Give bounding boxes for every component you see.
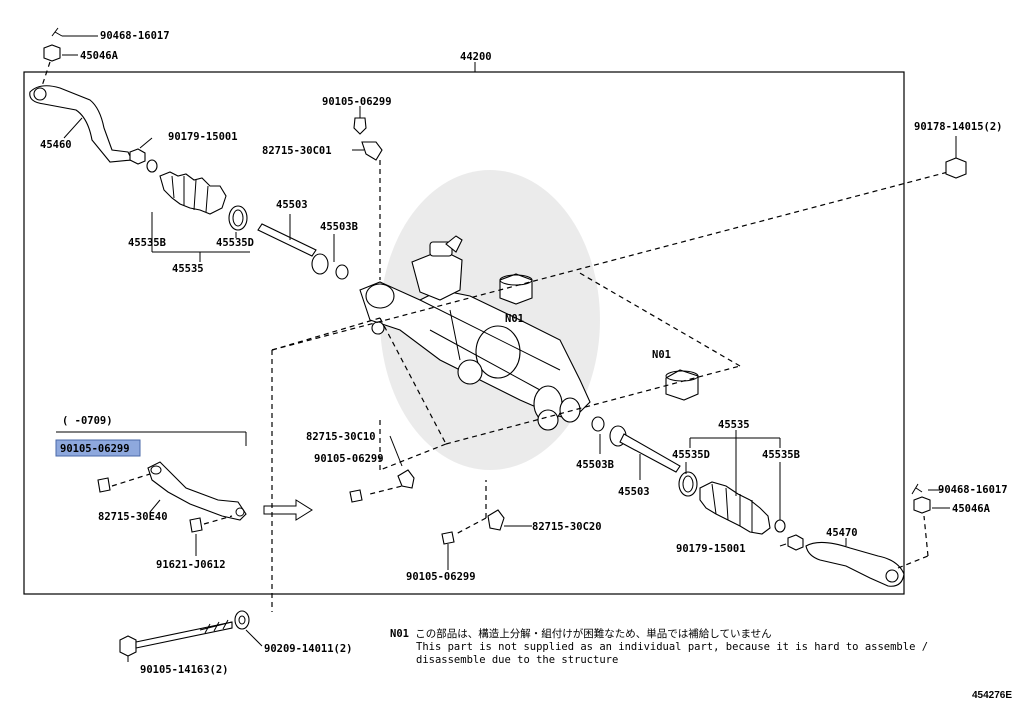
long-bolt-group — [119, 610, 263, 662]
label-90468-16017-right[interactable]: 90468-16017 — [938, 484, 1008, 496]
footnote-japanese: この部品は、構造上分解・組付けが困難なため、単品では補給していません — [415, 628, 772, 640]
dust-boot-left[interactable] — [159, 171, 227, 215]
n01-footnote: N01 この部品は、構造上分解・組付けが困難なため、単品では補給していません T… — [390, 628, 990, 667]
label-91621-J0612[interactable]: 91621-J0612 — [156, 559, 226, 571]
nut-90178-14015[interactable] — [945, 157, 967, 179]
reference-lines — [271, 171, 949, 612]
cotter-pin-icon — [51, 27, 63, 37]
footnote-line-jp: N01 この部品は、構造上分解・組付けが困難なため、単品では補給していません — [390, 628, 990, 641]
label-45535B-left[interactable]: 45535B — [128, 237, 166, 249]
boot-clamp-right[interactable] — [678, 471, 698, 497]
label-45460[interactable]: 45460 — [40, 139, 72, 151]
label-45470[interactable]: 45470 — [826, 527, 858, 539]
inset-date-range: ( -0709) — [62, 415, 113, 427]
inner-tie-rod-left[interactable] — [257, 214, 349, 280]
label-90105-06299-selected[interactable]: 90105-06299 — [60, 443, 130, 455]
label-90209-14011[interactable]: 90209-14011(2) — [264, 643, 353, 655]
assembly-frame — [23, 71, 905, 595]
label-N01-lower[interactable]: N01 — [652, 349, 671, 361]
dust-boot-right[interactable] — [699, 481, 771, 535]
bolt-bottom-icon — [441, 531, 455, 545]
tie-rod-end-45470[interactable] — [805, 541, 905, 587]
bolt-inset-icon — [97, 477, 111, 493]
label-44200[interactable]: 44200 — [460, 51, 492, 63]
tie-rod-end-left — [29, 27, 250, 262]
label-45535-right[interactable]: 45535 — [718, 419, 750, 431]
label-45503-right[interactable]: 45503 — [618, 486, 650, 498]
steering-rack-housing[interactable] — [359, 170, 600, 470]
bolt-mid-icon — [349, 489, 363, 503]
boot-clip-icon — [146, 159, 158, 173]
label-82715-30C01[interactable]: 82715-30C01 — [262, 145, 332, 157]
boot-clip-right-icon — [774, 519, 786, 533]
upper-bracket-group — [352, 106, 383, 280]
label-90105-06299-mid[interactable]: 90105-06299 — [314, 453, 384, 465]
boot-clamp-left[interactable] — [228, 205, 248, 231]
jam-nut-icon — [129, 148, 146, 165]
jam-nut-right-icon — [787, 534, 804, 551]
bracket-82715-30E40[interactable] — [147, 461, 247, 521]
label-90179-15001-bottom[interactable]: 90179-15001 — [676, 543, 746, 555]
label-90105-14163[interactable]: 90105-14163(2) — [140, 664, 229, 676]
label-45535B-right[interactable]: 45535B — [762, 449, 800, 461]
label-45046A-right[interactable]: 45046A — [952, 503, 991, 515]
long-bolt-head-icon — [119, 635, 137, 657]
label-45046A-top[interactable]: 45046A — [80, 50, 119, 62]
label-90468-16017-top[interactable]: 90468-16017 — [100, 30, 170, 42]
cotter-pin-right-icon — [911, 483, 923, 495]
arrow-icon — [263, 499, 313, 521]
label-90105-06299-bottom[interactable]: 90105-06299 — [406, 571, 476, 583]
bolt-91621-icon — [189, 517, 203, 533]
footnote-english-2: disassemble due to the structure — [416, 654, 619, 666]
label-45535D-right[interactable]: 45535D — [672, 449, 710, 461]
label-45535-left[interactable]: 45535 — [172, 263, 204, 275]
selected-highlight — [55, 439, 141, 457]
label-N01-upper[interactable]: N01 — [505, 313, 524, 325]
bushing-n01-lower[interactable] — [665, 369, 699, 401]
inset-0709: ( -0709) — [56, 415, 313, 556]
bolt-icon — [353, 117, 367, 135]
bracket-82715-30C10[interactable] — [397, 469, 415, 489]
label-45535D-left[interactable]: 45535D — [216, 237, 254, 249]
label-45503-left[interactable]: 45503 — [276, 199, 308, 211]
footnote-english-1: This part is not supplied as an individu… — [416, 641, 929, 653]
label-90178-14015[interactable]: 90178-14015(2) — [914, 121, 1003, 133]
label-90105-06299-top[interactable]: 90105-06299 — [322, 96, 392, 108]
footnote-code: N01 — [390, 628, 409, 640]
bracket-82715-30C01[interactable] — [361, 141, 383, 161]
lower-bracket-group — [349, 435, 532, 570]
label-45503B-right[interactable]: 45503B — [576, 459, 614, 471]
lock-washer-left[interactable] — [335, 264, 349, 280]
bracket-82715-30C20[interactable] — [487, 509, 505, 531]
inner-tie-rod-right[interactable] — [591, 416, 681, 480]
label-82715-30E40[interactable]: 82715-30E40 — [98, 511, 168, 523]
diagram-reference-code: 454276E — [971, 690, 1012, 701]
label-45503B-left[interactable]: 45503B — [320, 221, 358, 233]
label-82715-30C10[interactable]: 82715-30C10 — [306, 431, 376, 443]
bushing-n01-upper[interactable] — [499, 273, 533, 305]
castle-nut-icon — [43, 44, 61, 62]
label-82715-30C20[interactable]: 82715-30C20 — [532, 521, 602, 533]
castle-nut-right-icon — [913, 496, 931, 514]
label-90179-15001-top[interactable]: 90179-15001 — [168, 131, 238, 143]
washer-90209-14011[interactable] — [234, 610, 250, 630]
tie-rod-end-right — [678, 430, 950, 587]
